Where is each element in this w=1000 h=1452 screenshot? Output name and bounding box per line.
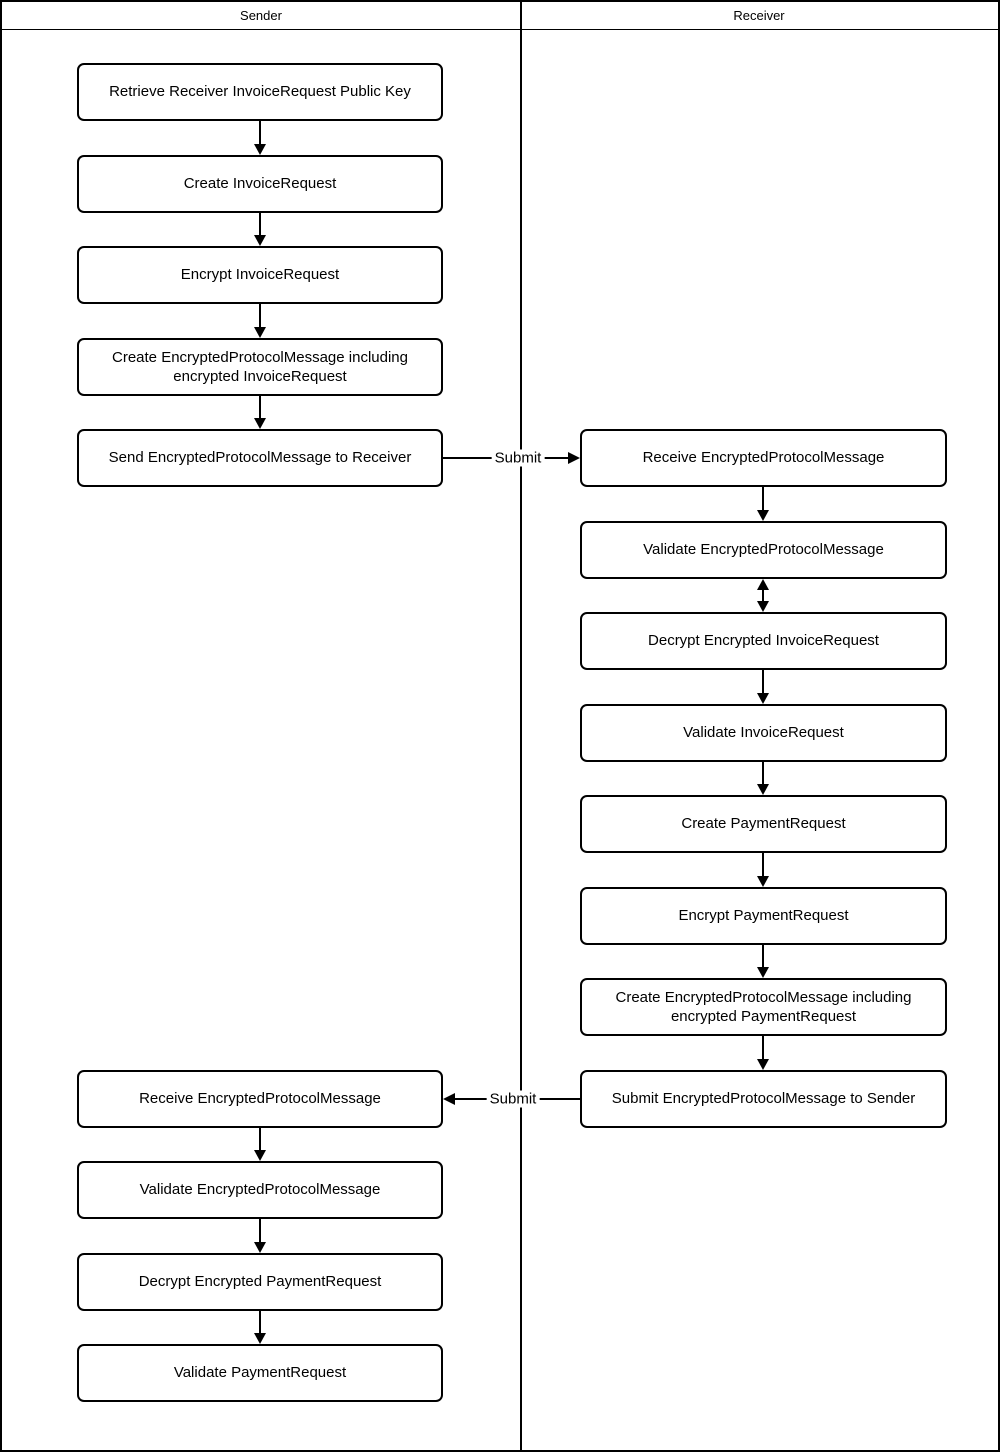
arrowhead-down-icon (254, 418, 266, 429)
submit-label: Submit (491, 449, 545, 467)
lane-header-receiver: Receiver (733, 8, 785, 23)
node-create-epm-paymentrequest: Create EncryptedProtocolMessage includin… (580, 978, 947, 1036)
arrow-line (259, 1311, 261, 1333)
node-encrypt-paymentrequest: Encrypt PaymentRequest (580, 887, 947, 945)
arrow-line (259, 213, 261, 235)
node-sender-validate-epm: Validate EncryptedProtocolMessage (77, 1161, 443, 1219)
node-decrypt-invoicerequest: Decrypt Encrypted InvoiceRequest (580, 612, 947, 670)
arrowhead-down-icon (254, 1333, 266, 1344)
arrow-line (259, 1219, 261, 1242)
lane-header-sender: Sender (240, 8, 282, 23)
arrowhead-down-icon (254, 327, 266, 338)
node-submit-epm-to-sender: Submit EncryptedProtocolMessage to Sende… (580, 1070, 947, 1128)
arrow-line (259, 396, 261, 418)
node-receiver-validate-epm: Validate EncryptedProtocolMessage (580, 521, 947, 579)
arrow-line (762, 945, 764, 967)
node-send-epm-to-receiver: Send EncryptedProtocolMessage to Receive… (77, 429, 443, 487)
node-create-invoicerequest: Create InvoiceRequest (77, 155, 443, 213)
node-encrypt-invoicerequest: Encrypt InvoiceRequest (77, 246, 443, 304)
arrow-line (259, 304, 261, 327)
arrowhead-down-icon (254, 1242, 266, 1253)
arrow-line (762, 670, 764, 693)
arrowhead-down-icon (757, 784, 769, 795)
node-decrypt-paymentrequest: Decrypt Encrypted PaymentRequest (77, 1253, 443, 1311)
arrow-line (259, 121, 261, 144)
arrowhead-down-icon (757, 510, 769, 521)
arrow-line (762, 762, 764, 784)
arrow-line (762, 1036, 764, 1059)
node-create-epm-invoicerequest: Create EncryptedProtocolMessage includin… (77, 338, 443, 396)
arrowhead-down-icon (757, 601, 769, 612)
arrow-line (762, 487, 764, 510)
node-validate-paymentrequest: Validate PaymentRequest (77, 1344, 443, 1402)
arrowhead-up-icon (757, 579, 769, 590)
arrowhead-down-icon (254, 144, 266, 155)
arrowhead-left-icon (443, 1093, 455, 1105)
lane-header-row: Sender Receiver (2, 2, 998, 30)
node-validate-invoicerequest: Validate InvoiceRequest (580, 704, 947, 762)
node-receiver-receive-epm: Receive EncryptedProtocolMessage (580, 429, 947, 487)
node-retrieve-public-key: Retrieve Receiver InvoiceRequest Public … (77, 63, 443, 121)
arrowhead-down-icon (254, 1150, 266, 1161)
arrow-line (762, 853, 764, 876)
arrow-line (762, 588, 764, 603)
node-create-paymentrequest: Create PaymentRequest (580, 795, 947, 853)
arrowhead-down-icon (757, 967, 769, 978)
arrowhead-down-icon (254, 235, 266, 246)
arrowhead-down-icon (757, 693, 769, 704)
arrow-line (259, 1128, 261, 1150)
node-sender-receive-epm: Receive EncryptedProtocolMessage (77, 1070, 443, 1128)
lane-divider (520, 2, 522, 1450)
arrowhead-down-icon (757, 876, 769, 887)
submit-label: Submit (486, 1090, 540, 1108)
arrowhead-down-icon (757, 1059, 769, 1070)
arrowhead-right-icon (568, 452, 580, 464)
